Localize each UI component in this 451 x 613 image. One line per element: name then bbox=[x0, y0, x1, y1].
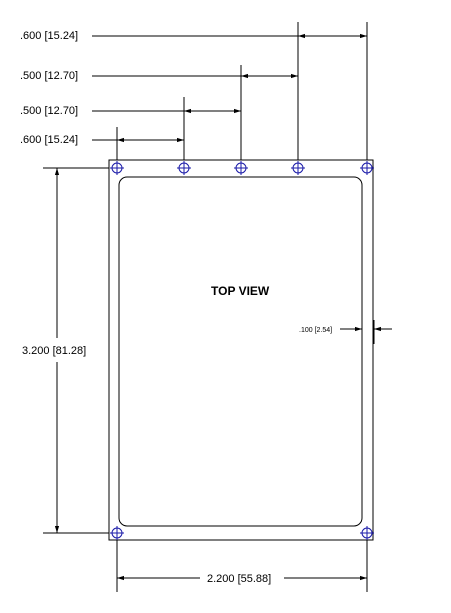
dimension-label: .600 [15.24] bbox=[20, 134, 78, 146]
view-title: TOP VIEW bbox=[211, 284, 270, 298]
dimension-label: .600 [15.24] bbox=[20, 30, 78, 42]
board-inner-outline bbox=[118, 176, 363, 527]
crosshair-circle-icon bbox=[177, 161, 191, 175]
extension-lines bbox=[116, 22, 368, 160]
dimension-pitch-second: .500 [12.70] bbox=[20, 70, 298, 82]
dimension-label: 2.200 [55.88] bbox=[207, 573, 271, 585]
dimension-inset: .100 [2.54] bbox=[299, 320, 392, 344]
crosshair-circle-icon bbox=[110, 161, 124, 175]
dimension-label: .500 [12.70] bbox=[20, 70, 78, 82]
dimension-pitch-fourth: .600 [15.24] bbox=[20, 134, 184, 146]
board-outline bbox=[108, 159, 374, 541]
dimension-pitch-third: .500 [12.70] bbox=[20, 105, 241, 117]
mounting-holes bbox=[110, 161, 374, 540]
dimension-height: 3.200 [81.28] bbox=[22, 167, 109, 534]
dimension-width: 2.200 [55.88] bbox=[116, 540, 368, 592]
crosshair-circle-icon bbox=[234, 161, 248, 175]
dimension-label: 3.200 [81.28] bbox=[22, 345, 86, 357]
crosshair-circle-icon bbox=[360, 161, 374, 175]
dimension-label: .100 [2.54] bbox=[299, 327, 332, 334]
crosshair-circle-icon bbox=[291, 161, 305, 175]
dimension-label: .500 [12.70] bbox=[20, 105, 78, 117]
crosshair-circle-icon bbox=[360, 526, 374, 540]
dimension-pitch-first: .600 [15.24] bbox=[20, 30, 367, 42]
crosshair-circle-icon bbox=[110, 526, 124, 540]
